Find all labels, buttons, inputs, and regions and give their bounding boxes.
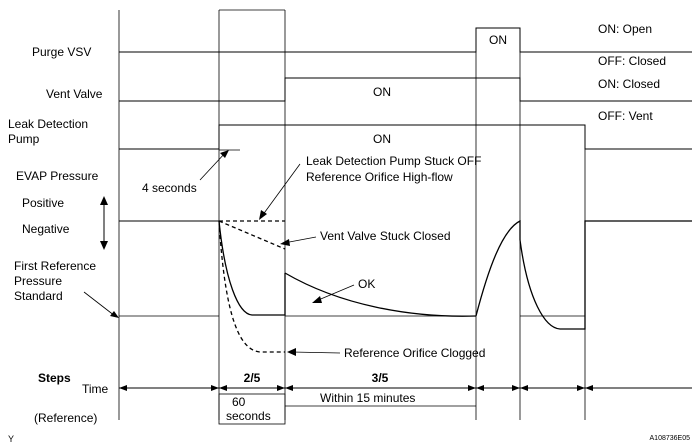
pump-stuck-line2: Reference Orifice High-flow	[306, 170, 453, 184]
reference-label: (Reference)	[34, 411, 97, 425]
first-ref-line1: First Reference	[14, 259, 96, 273]
negative-label: Negative	[22, 222, 70, 236]
purge-open-state: ON: Open	[598, 22, 652, 36]
steps-axis: Steps Time 2/5 3/5 (Reference) 60 second…	[34, 371, 692, 425]
evap-pressure-labels: EVAP Pressure Positive Negative First Re…	[14, 169, 119, 318]
annotations: 4 seconds Leak Detection Pump Stuck OFF …	[142, 149, 485, 360]
down-arrow-icon	[100, 241, 108, 250]
purge-closed-state: OFF: Closed	[598, 54, 666, 68]
steps-label: Steps	[38, 371, 71, 385]
within-15-label: Within 15 minutes	[320, 391, 415, 405]
step-3-label: 3/5	[372, 371, 389, 385]
figure-id: A108736E05	[650, 435, 691, 442]
vent-stuck-trace	[218, 220, 286, 250]
pump-label-line1: Leak Detection	[8, 117, 88, 131]
purge-vsv-label: Purge VSV	[32, 45, 91, 59]
up-arrow-icon	[100, 196, 108, 205]
pump-stuck-line1: Leak Detection Pump Stuck OFF	[306, 154, 481, 168]
time-label: Time	[82, 382, 109, 396]
first-ref-line3: Standard	[14, 289, 63, 303]
step-2-label: 2/5	[244, 371, 261, 385]
pump-on-label: ON	[373, 132, 391, 146]
purge-on-label: ON	[489, 33, 507, 47]
evap-pressure-traces	[119, 219, 692, 353]
first-ref-line2: Pressure	[14, 274, 62, 288]
four-seconds-label: 4 seconds	[142, 181, 197, 195]
vent-valve-signal: Vent Valve ON ON: Closed OFF: Vent	[46, 77, 692, 123]
orifice-clogged-trace	[218, 220, 285, 353]
leak-detection-pump-signal: Leak Detection Pump ON	[8, 117, 692, 150]
purge-vsv-signal: Purge VSV ON ON: Open OFF: Closed	[32, 22, 692, 68]
sixty-seconds-line1: 60	[232, 395, 246, 409]
vent-closed-state: ON: Closed	[598, 77, 660, 91]
pump-label-line2: Pump	[8, 132, 40, 146]
evap-pressure-label: EVAP Pressure	[16, 169, 99, 183]
vent-valve-label: Vent Valve	[46, 87, 103, 101]
vent-on-label: ON	[373, 85, 391, 99]
positive-label: Positive	[22, 196, 64, 210]
footer-left-mark: Y	[8, 434, 14, 444]
ok-label: OK	[358, 277, 375, 291]
sixty-seconds-line2: seconds	[226, 409, 271, 423]
orifice-clogged-label: Reference Orifice Clogged	[344, 346, 485, 360]
vent-vent-state: OFF: Vent	[598, 109, 653, 123]
vent-stuck-label: Vent Valve Stuck Closed	[320, 229, 451, 243]
